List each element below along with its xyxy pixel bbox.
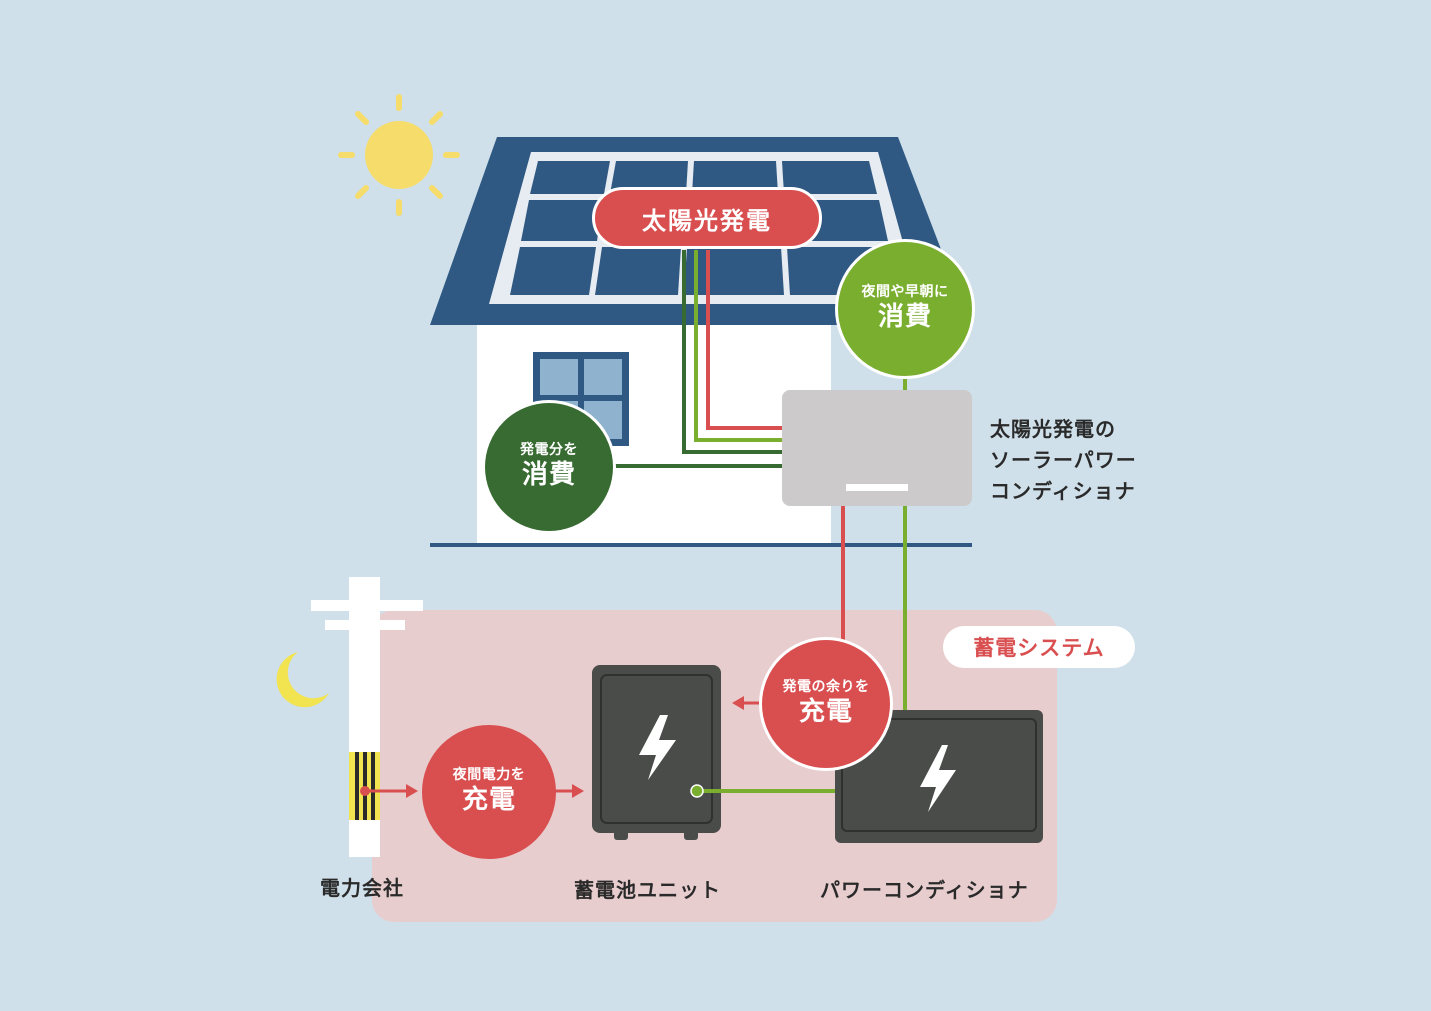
storage-system-text: 蓄電システム bbox=[973, 636, 1105, 660]
charge-surplus-small-text: 発電の余りを bbox=[782, 679, 870, 696]
charge-surplus-big-text: 充電 bbox=[798, 697, 853, 728]
solar-pcs-line2: ソーラーパワー bbox=[990, 448, 1137, 472]
power-company-label: 電力会社 bbox=[320, 876, 404, 900]
solar-generation-text: 太陽光発電 bbox=[642, 206, 772, 235]
consume-night-small-text: 夜間や早朝に bbox=[861, 284, 949, 301]
moon-icon bbox=[276, 652, 329, 708]
solar-power-conditioner bbox=[782, 390, 972, 506]
battery-unit-label: 蓄電池ユニット bbox=[574, 878, 721, 902]
charge-night-big-text: 充電 bbox=[461, 785, 516, 816]
solar-pcs-line3: コンディショナ bbox=[990, 479, 1136, 503]
consume-generated-small-text: 発電分を bbox=[520, 442, 578, 459]
charge-night-badge: 夜間電力を 充電 bbox=[422, 725, 556, 859]
charge-arrows bbox=[360, 696, 760, 798]
battery-unit bbox=[592, 665, 721, 840]
power-conditioner-label: パワーコンディショナ bbox=[820, 878, 1029, 902]
charge-surplus-badge: 発電の余りを 充電 bbox=[759, 637, 893, 771]
house-wiring bbox=[614, 250, 907, 468]
consume-night-big-text: 消費 bbox=[877, 302, 932, 333]
consume-generated-badge: 発電分を 消費 bbox=[482, 400, 616, 534]
charge-night-small-text: 夜間電力を bbox=[452, 767, 526, 784]
storage-system-tag: 蓄電システム bbox=[943, 626, 1135, 668]
ground-line bbox=[430, 543, 972, 547]
consume-generated-big-text: 消費 bbox=[521, 460, 576, 491]
solar-generation-label: 太陽光発電 bbox=[592, 187, 822, 249]
solar-pcs-line1: 太陽光発電の bbox=[990, 417, 1116, 441]
solar-pcs-label: 太陽光発電の ソーラーパワー コンディショナ bbox=[990, 414, 1137, 507]
sun-icon bbox=[338, 94, 460, 216]
battery-link bbox=[690, 784, 836, 798]
power-conditioner-unit bbox=[835, 710, 1043, 843]
consume-night-badge: 夜間や早朝に 消費 bbox=[835, 239, 975, 379]
utility-pole bbox=[311, 577, 423, 857]
